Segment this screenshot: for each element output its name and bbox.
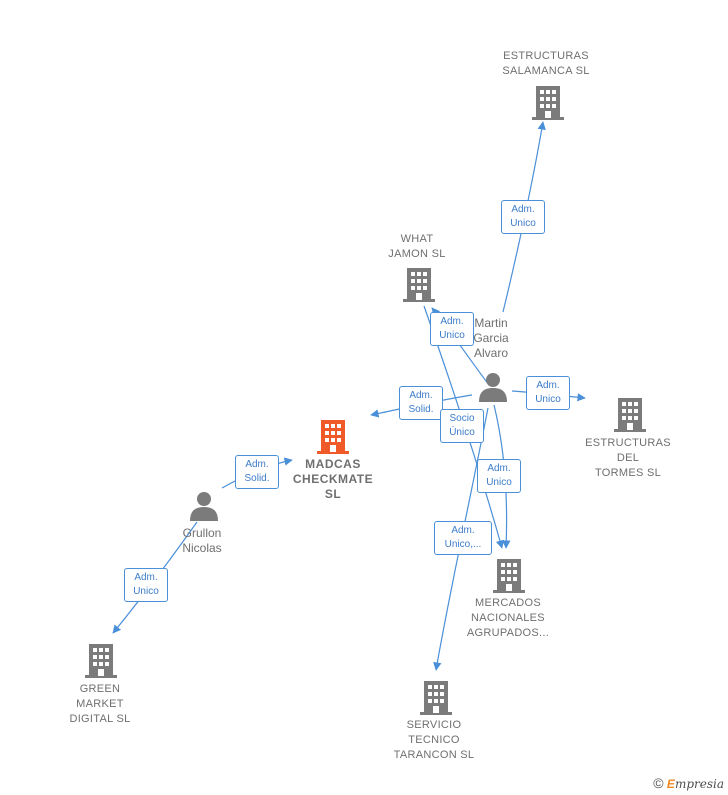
building-icon[interactable] <box>316 418 350 454</box>
building-icon[interactable] <box>419 679 453 715</box>
edge-label-martin-socio[interactable]: Socio Único <box>440 409 484 443</box>
edge-label-martin-madcas[interactable]: Adm. Solid. <box>399 386 443 420</box>
brand-logo-initial: E <box>666 777 675 791</box>
footer-brand: © Empresia <box>653 775 724 791</box>
edge-label-grullon-madcas[interactable]: Adm. Solid. <box>235 455 279 489</box>
company-label-what-jamon[interactable]: WHAT JAMON SL <box>388 233 446 260</box>
building-icon[interactable] <box>531 84 565 120</box>
person-icon[interactable] <box>478 371 508 403</box>
company-label-madcas-checkmate[interactable]: MADCAS CHECKMATE SL <box>292 457 374 501</box>
building-icon[interactable] <box>84 642 118 678</box>
edge-label-martin-whatjamon[interactable]: Adm. Unico <box>430 312 474 346</box>
person-icon[interactable] <box>189 490 219 522</box>
company-label-mercados-nacionales[interactable]: MERCADOS NACIONALES AGRUPADOS... <box>466 597 550 639</box>
person-label-grullon[interactable]: Grullon Nicolas <box>182 526 222 555</box>
building-icon[interactable] <box>402 266 436 302</box>
company-label-servicio-tecnico[interactable]: SERVICIO TECNICO TARANCON SL <box>393 719 475 761</box>
person-label-martin[interactable]: Martin Garcia Alvaro <box>473 316 509 360</box>
copyright-symbol: © <box>653 775 664 791</box>
edge-label-martin-salamanca[interactable]: Adm. Unico <box>501 200 545 234</box>
building-icon[interactable] <box>492 557 526 593</box>
company-label-estructuras-salamanca[interactable]: ESTRUCTURAS SALAMANCA SL <box>502 50 590 77</box>
company-label-estructuras-tormes[interactable]: ESTRUCTURAS DEL TORMES SL <box>585 437 671 479</box>
edge-label-martin-servicio[interactable]: Adm. Unico,... <box>434 521 492 555</box>
edge-label-martin-tormes[interactable]: Adm. Unico <box>526 376 570 410</box>
brand-logo-text: mpresia <box>674 777 724 791</box>
edge-label-martin-mercados[interactable]: Adm. Unico <box>477 459 521 493</box>
company-label-green-market[interactable]: GREEN MARKET DIGITAL SL <box>69 683 131 725</box>
edge-label-grullon-green[interactable]: Adm. Unico <box>124 568 168 602</box>
building-icon[interactable] <box>613 396 647 432</box>
